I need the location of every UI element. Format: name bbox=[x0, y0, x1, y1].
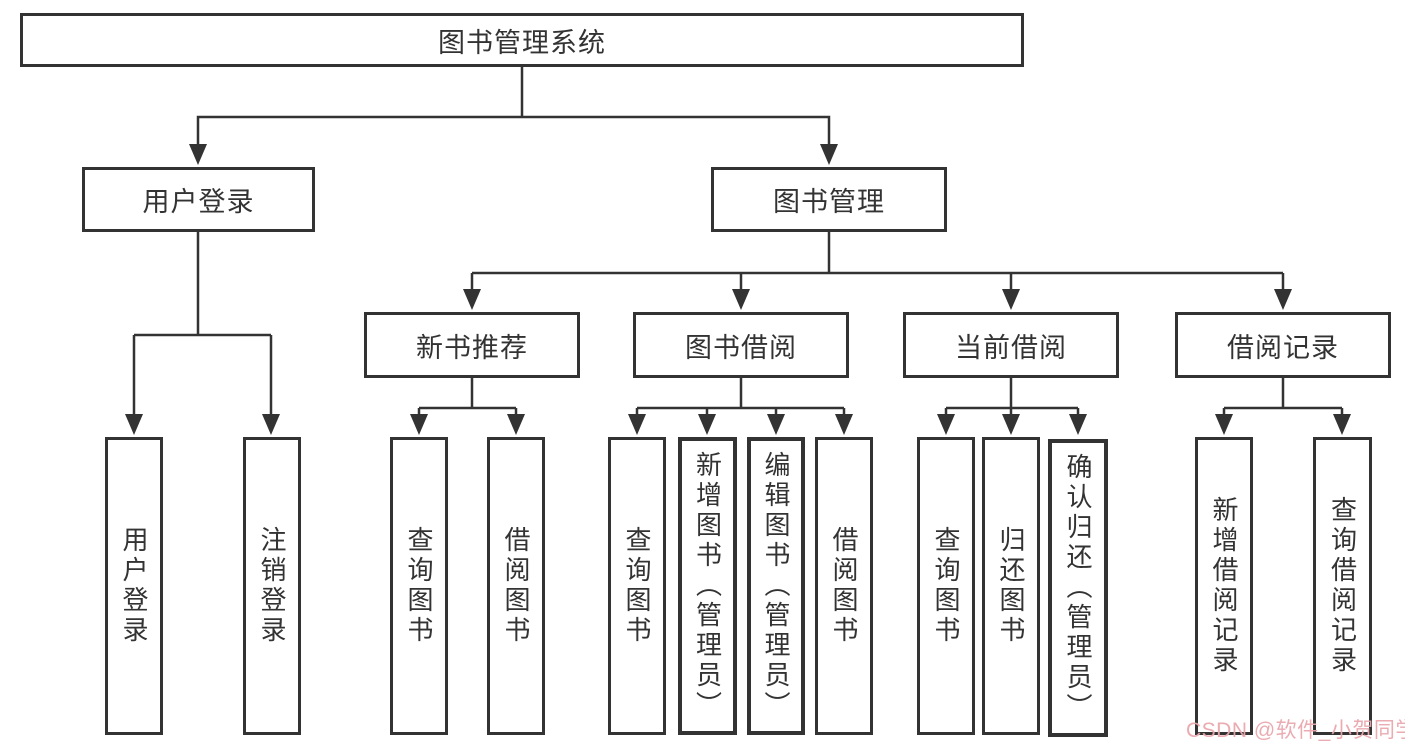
leaf-query-books-current: 查询图书 bbox=[917, 437, 975, 735]
leaf-query-books-borrow: 查询图书 bbox=[608, 437, 666, 735]
node-book-management: 图书管理 bbox=[711, 167, 947, 232]
leaf-add-borrow-record: 新增借阅记录 bbox=[1195, 437, 1253, 735]
node-new-book-recommend: 新书推荐 bbox=[364, 312, 580, 378]
leaf-confirm-return-admin: 确认归还（管理员） bbox=[1048, 439, 1108, 737]
leaf-add-books-admin: 新增图书（管理员） bbox=[678, 437, 737, 735]
arrowheads bbox=[125, 144, 1351, 435]
leaf-logout: 注销登录 bbox=[243, 437, 301, 735]
node-borrowing-records: 借阅记录 bbox=[1175, 312, 1391, 378]
leaf-return-books: 归还图书 bbox=[982, 437, 1040, 735]
node-user-login: 用户登录 bbox=[82, 167, 315, 232]
leaf-borrow-books-recommend: 借阅图书 bbox=[487, 437, 545, 735]
node-book-borrowing: 图书借阅 bbox=[633, 312, 849, 378]
leaf-user-login: 用户登录 bbox=[105, 437, 163, 735]
leaf-edit-books-admin: 编辑图书（管理员） bbox=[747, 437, 805, 735]
node-current-borrowing: 当前借阅 bbox=[903, 312, 1119, 378]
node-root-library-system: 图书管理系统 bbox=[20, 13, 1024, 67]
leaf-query-books-recommend: 查询图书 bbox=[390, 437, 448, 735]
leaf-borrow-books: 借阅图书 bbox=[815, 437, 873, 735]
csdn-watermark: CSDN @软件_小贺同学 bbox=[1186, 719, 1405, 742]
leaf-query-borrow-record: 查询借阅记录 bbox=[1313, 437, 1372, 735]
